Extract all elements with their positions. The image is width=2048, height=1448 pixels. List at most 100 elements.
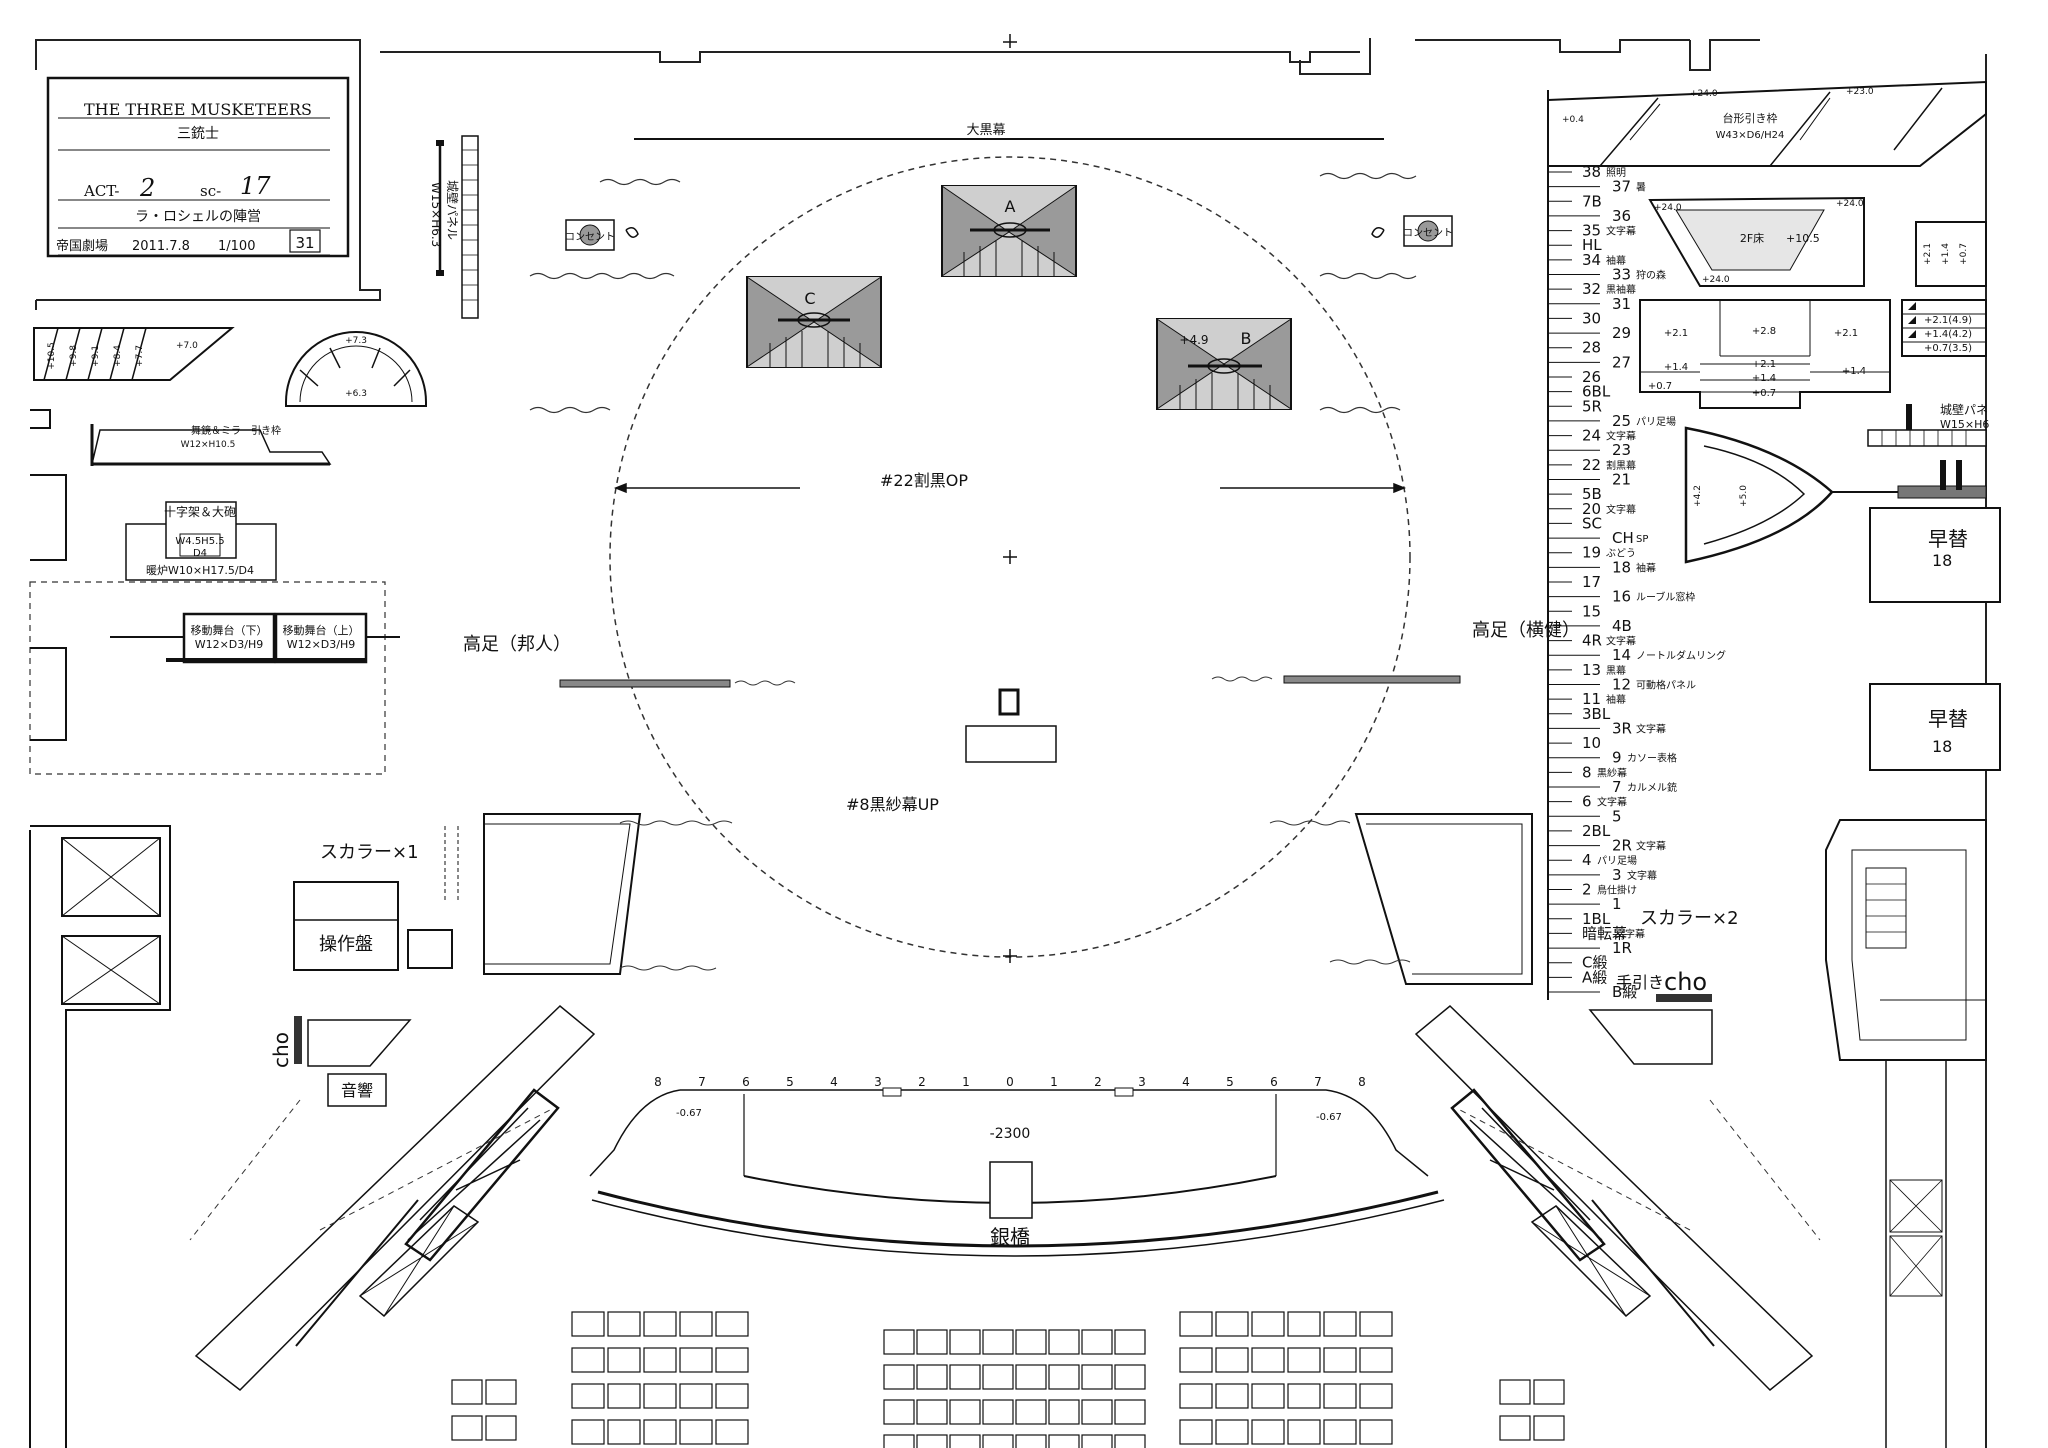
stack-height-3: +0.7: [1959, 243, 1969, 265]
drawing-scale: 1/100: [218, 239, 255, 254]
trapezoid-height-3: +0.4: [1562, 115, 1584, 125]
batten-number: 25: [1612, 412, 1631, 430]
cho-left: cho: [269, 1016, 412, 1068]
seat: [1215, 1419, 1249, 1445]
seat: [883, 1434, 915, 1448]
quick-change-upper-label: 早替: [1928, 527, 1968, 551]
seat: [883, 1329, 915, 1355]
seat: [1251, 1419, 1285, 1445]
batten-number: 2R: [1612, 837, 1632, 855]
castle-wall-panel-left: 城壁パネル W15×H6.3: [429, 135, 479, 319]
seat: [643, 1311, 677, 1337]
step-height-2: +2.8: [1752, 326, 1776, 337]
second-floor-corner-1: +24.0: [1654, 203, 1682, 213]
seat: [1215, 1383, 1249, 1409]
wave-front-right: [1269, 820, 1351, 826]
batten-number: 5R: [1582, 397, 1602, 415]
seat: [1048, 1329, 1080, 1355]
pit-number: 3: [874, 1075, 882, 1089]
batten-label: 文字幕: [1636, 722, 1666, 735]
wagon-height-3: +9.1: [91, 345, 101, 367]
wagon-height-2: +9.8: [69, 345, 79, 367]
outlet-right-label: コンセント: [1403, 227, 1453, 239]
tall-platform-right: 高足（横健）: [1211, 620, 1580, 684]
seat: [1359, 1383, 1393, 1409]
batten-label: 可動格パネル: [1636, 679, 1696, 692]
seat: [1081, 1434, 1113, 1448]
batten-number: 20: [1582, 500, 1601, 518]
batten-label: カソー表格: [1627, 752, 1677, 765]
moving-stage-upper-label: 移動舞台（上）: [283, 623, 360, 637]
batten-label: 文字幕: [1636, 840, 1666, 853]
batten-number: 17: [1582, 573, 1601, 591]
second-floor-corner-2: +24.0: [1836, 199, 1864, 209]
batten-number: 1: [1612, 895, 1622, 913]
cross-cannon-unit: 十字架＆大砲 W4.5H5.5 D4 暖炉W10×H17.5/D4: [125, 501, 277, 581]
cho-left-label: cho: [269, 1032, 293, 1068]
seat: [715, 1347, 749, 1373]
seat: [1499, 1379, 1531, 1405]
seat: [1179, 1347, 1213, 1373]
batten-number: C緞: [1582, 954, 1607, 972]
batten-number: 11: [1582, 690, 1601, 708]
seat: [1179, 1311, 1213, 1337]
quick-change-lower-label: 早替: [1928, 707, 1968, 731]
batten-label: 文字幕: [1606, 225, 1636, 238]
batten-label: SP: [1636, 534, 1648, 545]
seat: [1179, 1383, 1213, 1409]
quick-change-lower-number: 18: [1932, 737, 1952, 756]
seat: [1287, 1311, 1321, 1337]
seat: [1081, 1399, 1113, 1425]
batten-number: 10: [1582, 734, 1601, 752]
seat: [1215, 1311, 1249, 1337]
batten-label: 袖幕: [1606, 254, 1626, 267]
seat: [1179, 1419, 1213, 1445]
moving-stage-lower-label: 移動舞台（下）: [191, 623, 268, 637]
seat: [982, 1434, 1014, 1448]
wagon-slope-unit: +10.5 +9.8 +9.1 +8.4 +7.7 +7.0: [33, 327, 235, 381]
scene-label: sc-: [200, 182, 221, 200]
upstage-curtain: 大黒幕: [634, 123, 1384, 140]
stair-unit: +2.1(4.9) +1.4(4.2) +0.7(3.5): [1901, 299, 1987, 357]
step-height-8: +0.7: [1648, 381, 1672, 392]
stacked-heights-unit: +2.1 +1.4 +0.7: [1915, 221, 1987, 287]
batten-label: 暑: [1636, 182, 1646, 194]
cross-cannon-dims: W4.5H5.5: [175, 536, 224, 547]
seat: [1533, 1379, 1565, 1405]
batten-label: カルメル銃: [1627, 781, 1677, 794]
batten-number: 30: [1582, 309, 1601, 327]
truss-left: [189, 1004, 596, 1391]
batten-number: 7B: [1582, 192, 1602, 210]
batten-number: 36: [1612, 207, 1631, 225]
platform-b-height: +4.9: [1179, 333, 1208, 347]
seat: [485, 1379, 517, 1405]
cho-right-label: cho: [1664, 968, 1707, 996]
small-box: [407, 929, 453, 969]
seat: [1323, 1383, 1357, 1409]
batten-number: 8: [1582, 763, 1592, 781]
seat: [1015, 1434, 1047, 1448]
seat: [1114, 1399, 1146, 1425]
platform-a-label: A: [1005, 197, 1016, 216]
step-height-1: +2.1: [1664, 328, 1688, 339]
batten-number: 27: [1612, 353, 1631, 371]
seat: [1287, 1383, 1321, 1409]
quick-change-booth-lower: 早替 18: [1869, 683, 2001, 771]
wavy-curtain-lines: [529, 172, 1417, 414]
pit-number: 4: [830, 1075, 838, 1089]
castle-wall-right-label: 城壁パネ: [1940, 402, 1988, 417]
batten-number: 6BL: [1582, 383, 1611, 401]
seat: [1323, 1347, 1357, 1373]
trapezoid-wagon-dims: W43×D6/H24: [1716, 130, 1785, 141]
tebiki-label: 手引き: [1616, 973, 1664, 992]
seat: [607, 1311, 641, 1337]
pit-number: 3: [1138, 1075, 1146, 1089]
batten-label: 黒幕: [1606, 664, 1626, 677]
steps-unit: +2.1 +2.8 +2.1 +1.4 +2.1 +1.4 +1.4 +0.7 …: [1639, 299, 1891, 409]
batten-number: 18: [1612, 558, 1631, 576]
batten-label: 鳥仕掛け: [1597, 884, 1637, 897]
upstage-curtain-label: 大黒幕: [966, 123, 1005, 138]
right-front-box: 手引き cho: [1588, 968, 1713, 1065]
